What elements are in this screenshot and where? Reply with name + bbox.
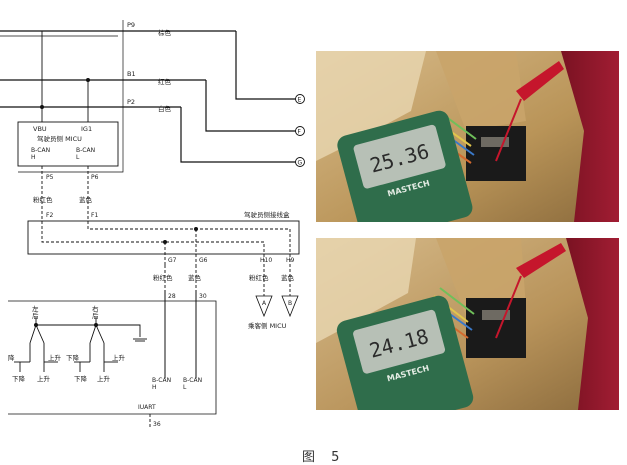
terminal-g-label: G bbox=[298, 160, 303, 167]
switch-down-label-2: 下降 bbox=[74, 374, 88, 383]
micu-name-label: 驾驶员侧 MICU bbox=[37, 134, 82, 143]
switch-right-label-1: 右 bbox=[92, 304, 99, 313]
multimeter-photo-top: 25.36 MASTECH bbox=[316, 51, 619, 222]
wire-white-label: 白色 bbox=[158, 104, 172, 113]
switch-iuart-label: IUART bbox=[138, 404, 156, 411]
terminal-e-label: E bbox=[298, 97, 302, 104]
harness-pin-f2: F2 bbox=[46, 212, 53, 219]
harness-pin-g6: G6 bbox=[199, 257, 208, 264]
terminal-e-circle bbox=[295, 94, 305, 104]
multimeter-photo-bottom-image: 24.18 MASTECH bbox=[316, 238, 619, 410]
switch-clip-left: 降 bbox=[8, 353, 15, 362]
wire-b1-label: B1 bbox=[127, 70, 136, 78]
switch-clip-right: 上升 bbox=[112, 353, 126, 362]
micu-ig1-label: IG1 bbox=[81, 125, 92, 133]
micu-bcan-h-label-2: H bbox=[31, 154, 36, 161]
harness-name: 驾驶员侧接线盒 bbox=[244, 210, 290, 219]
switch-up-2: 上升 bbox=[97, 374, 111, 383]
switch-bcan-h-2: H bbox=[152, 384, 157, 391]
passenger-micu-label: 乘客侧 MICU bbox=[248, 321, 287, 330]
passenger-b-label: B bbox=[288, 300, 292, 307]
terminal-g-circle bbox=[295, 157, 305, 167]
harness-pin-30: 30 bbox=[199, 293, 207, 300]
figure-caption: 图 5 bbox=[302, 450, 346, 465]
multimeter-photo-bottom: 24.18 MASTECH bbox=[316, 238, 619, 410]
harness-pass-blue: 蓝色 bbox=[281, 273, 295, 282]
harness-out-pink: 粉红色 bbox=[153, 273, 173, 282]
micu-bcan-l-label-2: L bbox=[76, 154, 80, 161]
micu-pin-p6: P6 bbox=[91, 174, 99, 181]
wire-brown-label: 棕色 bbox=[158, 28, 172, 37]
terminal-f-circle bbox=[295, 126, 305, 136]
wire-red-label: 红色 bbox=[158, 77, 172, 86]
harness-color-blue: 蓝色 bbox=[79, 195, 93, 204]
switch-left-label-2: 后 bbox=[32, 311, 39, 320]
harness-pin-h9: H9 bbox=[286, 257, 295, 264]
switch-down-2: 下降 bbox=[66, 353, 80, 362]
harness-pin-f1: F1 bbox=[91, 212, 98, 219]
micu-vbu-label: VBU bbox=[33, 125, 47, 133]
harness-pin-28: 28 bbox=[168, 293, 176, 300]
switch-down-1: 下降 bbox=[12, 374, 26, 383]
terminal-f-label: F bbox=[298, 129, 302, 136]
micu-bcan-l-label-1: B-CAN bbox=[76, 147, 95, 154]
wire-p9-label: P9 bbox=[127, 21, 135, 29]
switch-bcan-l-2: L bbox=[183, 384, 187, 391]
switch-bcan-h-1: B-CAN bbox=[152, 377, 171, 384]
passenger-a-label: A bbox=[262, 300, 267, 307]
switch-left-label-1: 左 bbox=[32, 304, 39, 313]
switch-up-1: 上升 bbox=[48, 353, 62, 362]
wire-p2-label: P2 bbox=[127, 98, 135, 106]
harness-color-pink: 粉红色 bbox=[33, 195, 53, 204]
micu-bcan-h-label-1: B-CAN bbox=[31, 147, 50, 154]
harness-pin-g7: G7 bbox=[168, 257, 177, 264]
switch-up-label: 上升 bbox=[37, 374, 51, 383]
harness-pin-h10: H10 bbox=[260, 257, 272, 264]
harness-pass-pink: 粉红色 bbox=[249, 273, 269, 282]
switch-bcan-l-1: B-CAN bbox=[183, 377, 202, 384]
multimeter-photo-top-image: 25.36 MASTECH bbox=[316, 51, 619, 222]
harness-out-blue: 蓝色 bbox=[188, 273, 202, 282]
micu-pin-p5: P5 bbox=[46, 174, 54, 181]
switch-pin-36: 36 bbox=[153, 421, 161, 428]
switch-right-label-2: 后 bbox=[92, 311, 99, 320]
